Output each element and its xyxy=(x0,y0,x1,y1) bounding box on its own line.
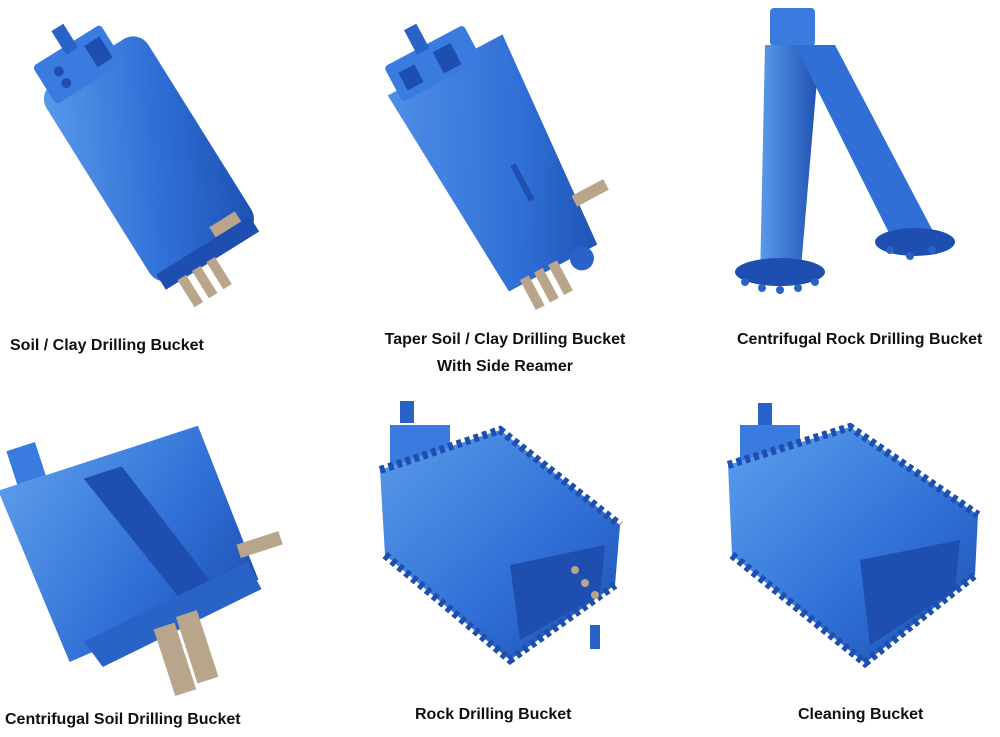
product-taper-soil-clay-drilling-bucket: Taper Soil / Clay Drilling Bucket With S… xyxy=(340,0,670,385)
product-cleaning-bucket: Cleaning Bucket xyxy=(710,395,1000,735)
product-name: Rock Drilling Bucket xyxy=(415,706,572,723)
centrifugal-rock-drilling-bucket-photo xyxy=(735,8,955,294)
product-soil-clay-drilling-bucket: Soil / Clay Drilling Bucket xyxy=(0,0,330,380)
product-name: Cleaning Bucket xyxy=(798,706,924,723)
product-centrifugal-soil-drilling-bucket: Centrifugal Soil Drilling Bucket xyxy=(0,395,340,735)
product-name-line2: With Side Reamer xyxy=(437,358,573,375)
product-centrifugal-rock-drilling-bucket: Centrifugal Rock Drilling Bucket xyxy=(700,0,1000,380)
product-name: Soil / Clay Drilling Bucket xyxy=(10,337,204,354)
product-name: Taper Soil / Clay Drilling Bucket xyxy=(384,331,626,348)
soil-clay-drilling-bucket-photo xyxy=(33,23,260,308)
rock-drilling-bucket-photo xyxy=(378,401,623,666)
cleaning-bucket-photo xyxy=(726,403,981,669)
taper-soil-clay-drilling-bucket-photo xyxy=(385,23,609,311)
product-name: Centrifugal Soil Drilling Bucket xyxy=(5,711,241,728)
centrifugal-soil-drilling-bucket-photo xyxy=(0,425,283,696)
product-name: Centrifugal Rock Drilling Bucket xyxy=(737,331,983,348)
product-rock-drilling-bucket: Rock Drilling Bucket xyxy=(360,395,650,735)
